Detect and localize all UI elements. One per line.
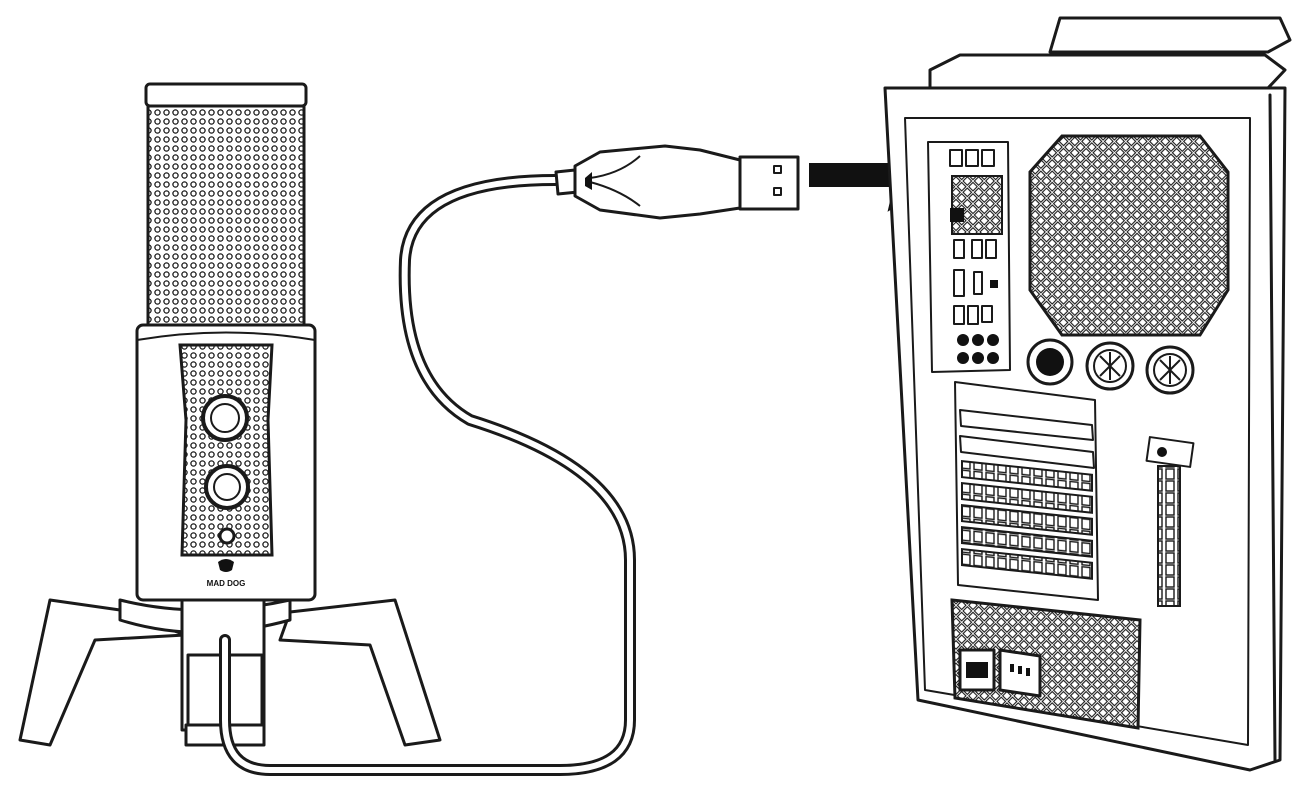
grommet-holes: [1026, 338, 1195, 395]
usb-plug-metal: [738, 155, 800, 211]
brand-logo: MAD DOG: [207, 559, 246, 588]
expansion-slots: [954, 381, 1099, 601]
audio-jacks: [957, 334, 999, 364]
usb-cable: [219, 174, 636, 776]
computer-tower: [883, 16, 1292, 772]
volume-knob[interactable]: [204, 464, 250, 510]
usb-plug-housing: [573, 144, 742, 220]
mic-top-cap: [144, 82, 308, 108]
mic-control-panel: [178, 343, 274, 557]
io-panel: [927, 141, 1011, 373]
usb-a-plug: [554, 144, 800, 220]
mic-grille: [146, 104, 306, 344]
headphone-jack[interactable]: [218, 527, 236, 545]
brand-label: MAD DOG: [207, 579, 246, 588]
rear-fan-grill: [1028, 134, 1230, 337]
gain-knob[interactable]: [201, 394, 249, 442]
tower-handle: [1048, 16, 1292, 54]
power-supply: [950, 598, 1142, 730]
side-vent-strip: [1145, 436, 1195, 607]
